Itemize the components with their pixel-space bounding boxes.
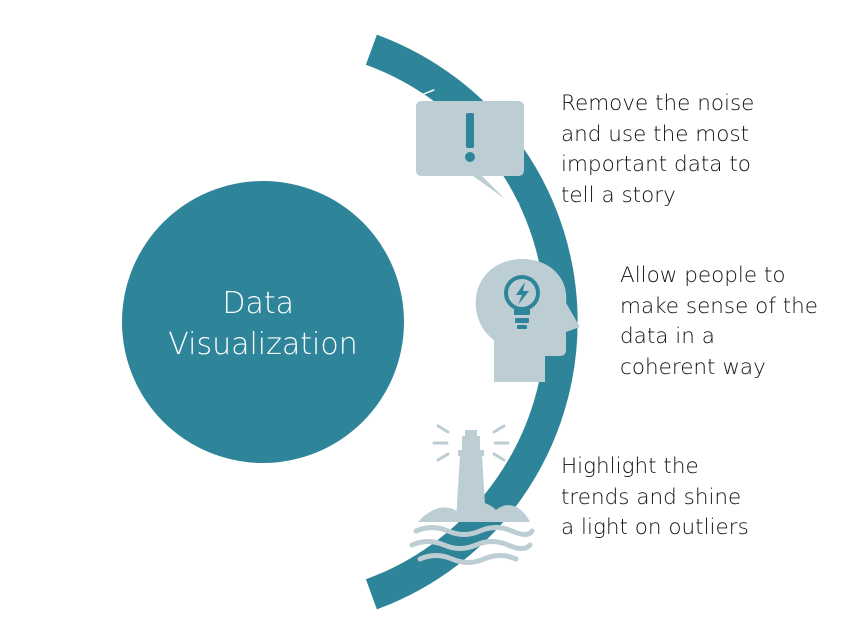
center-title: Data Visualization	[168, 286, 358, 362]
point-2-line: make sense of the	[620, 293, 819, 319]
arc-divider	[485, 202, 520, 211]
center-title-line-2: Visualization	[168, 327, 358, 362]
lighthouse-icon	[409, 424, 535, 565]
point-2-line: coherent way	[620, 354, 766, 380]
center-circle	[122, 181, 404, 463]
point-1-line: Remove the noise	[561, 91, 755, 116]
point-2-line: data in a	[620, 324, 715, 349]
point-2-text: Allow people to make sense of the data i…	[620, 261, 818, 383]
point-3-line: Highlight the	[561, 454, 699, 479]
speech-bubble-exclamation-icon	[416, 101, 524, 199]
arc-divider	[402, 89, 435, 103]
center-title-line-1: Data	[222, 286, 294, 321]
head-lightbulb-icon	[475, 258, 580, 382]
point-1-line: and use the most	[561, 121, 750, 147]
point-3-line: a light on outliers	[561, 515, 749, 540]
point-3-line: trends and shine	[561, 484, 742, 510]
point-1-line: important data to	[561, 152, 751, 177]
arc-divider	[486, 244, 521, 249]
point-3-text: Highlight the trends and shine a light o…	[561, 452, 749, 544]
point-1-text: Remove the noise and use the most import…	[561, 89, 754, 211]
arc-divider	[482, 436, 518, 444]
point-2-line: Allow people to	[620, 263, 786, 288]
arc-divider	[484, 396, 519, 401]
point-1-line: tell a story	[561, 182, 676, 208]
arc-dividers	[402, 89, 521, 444]
